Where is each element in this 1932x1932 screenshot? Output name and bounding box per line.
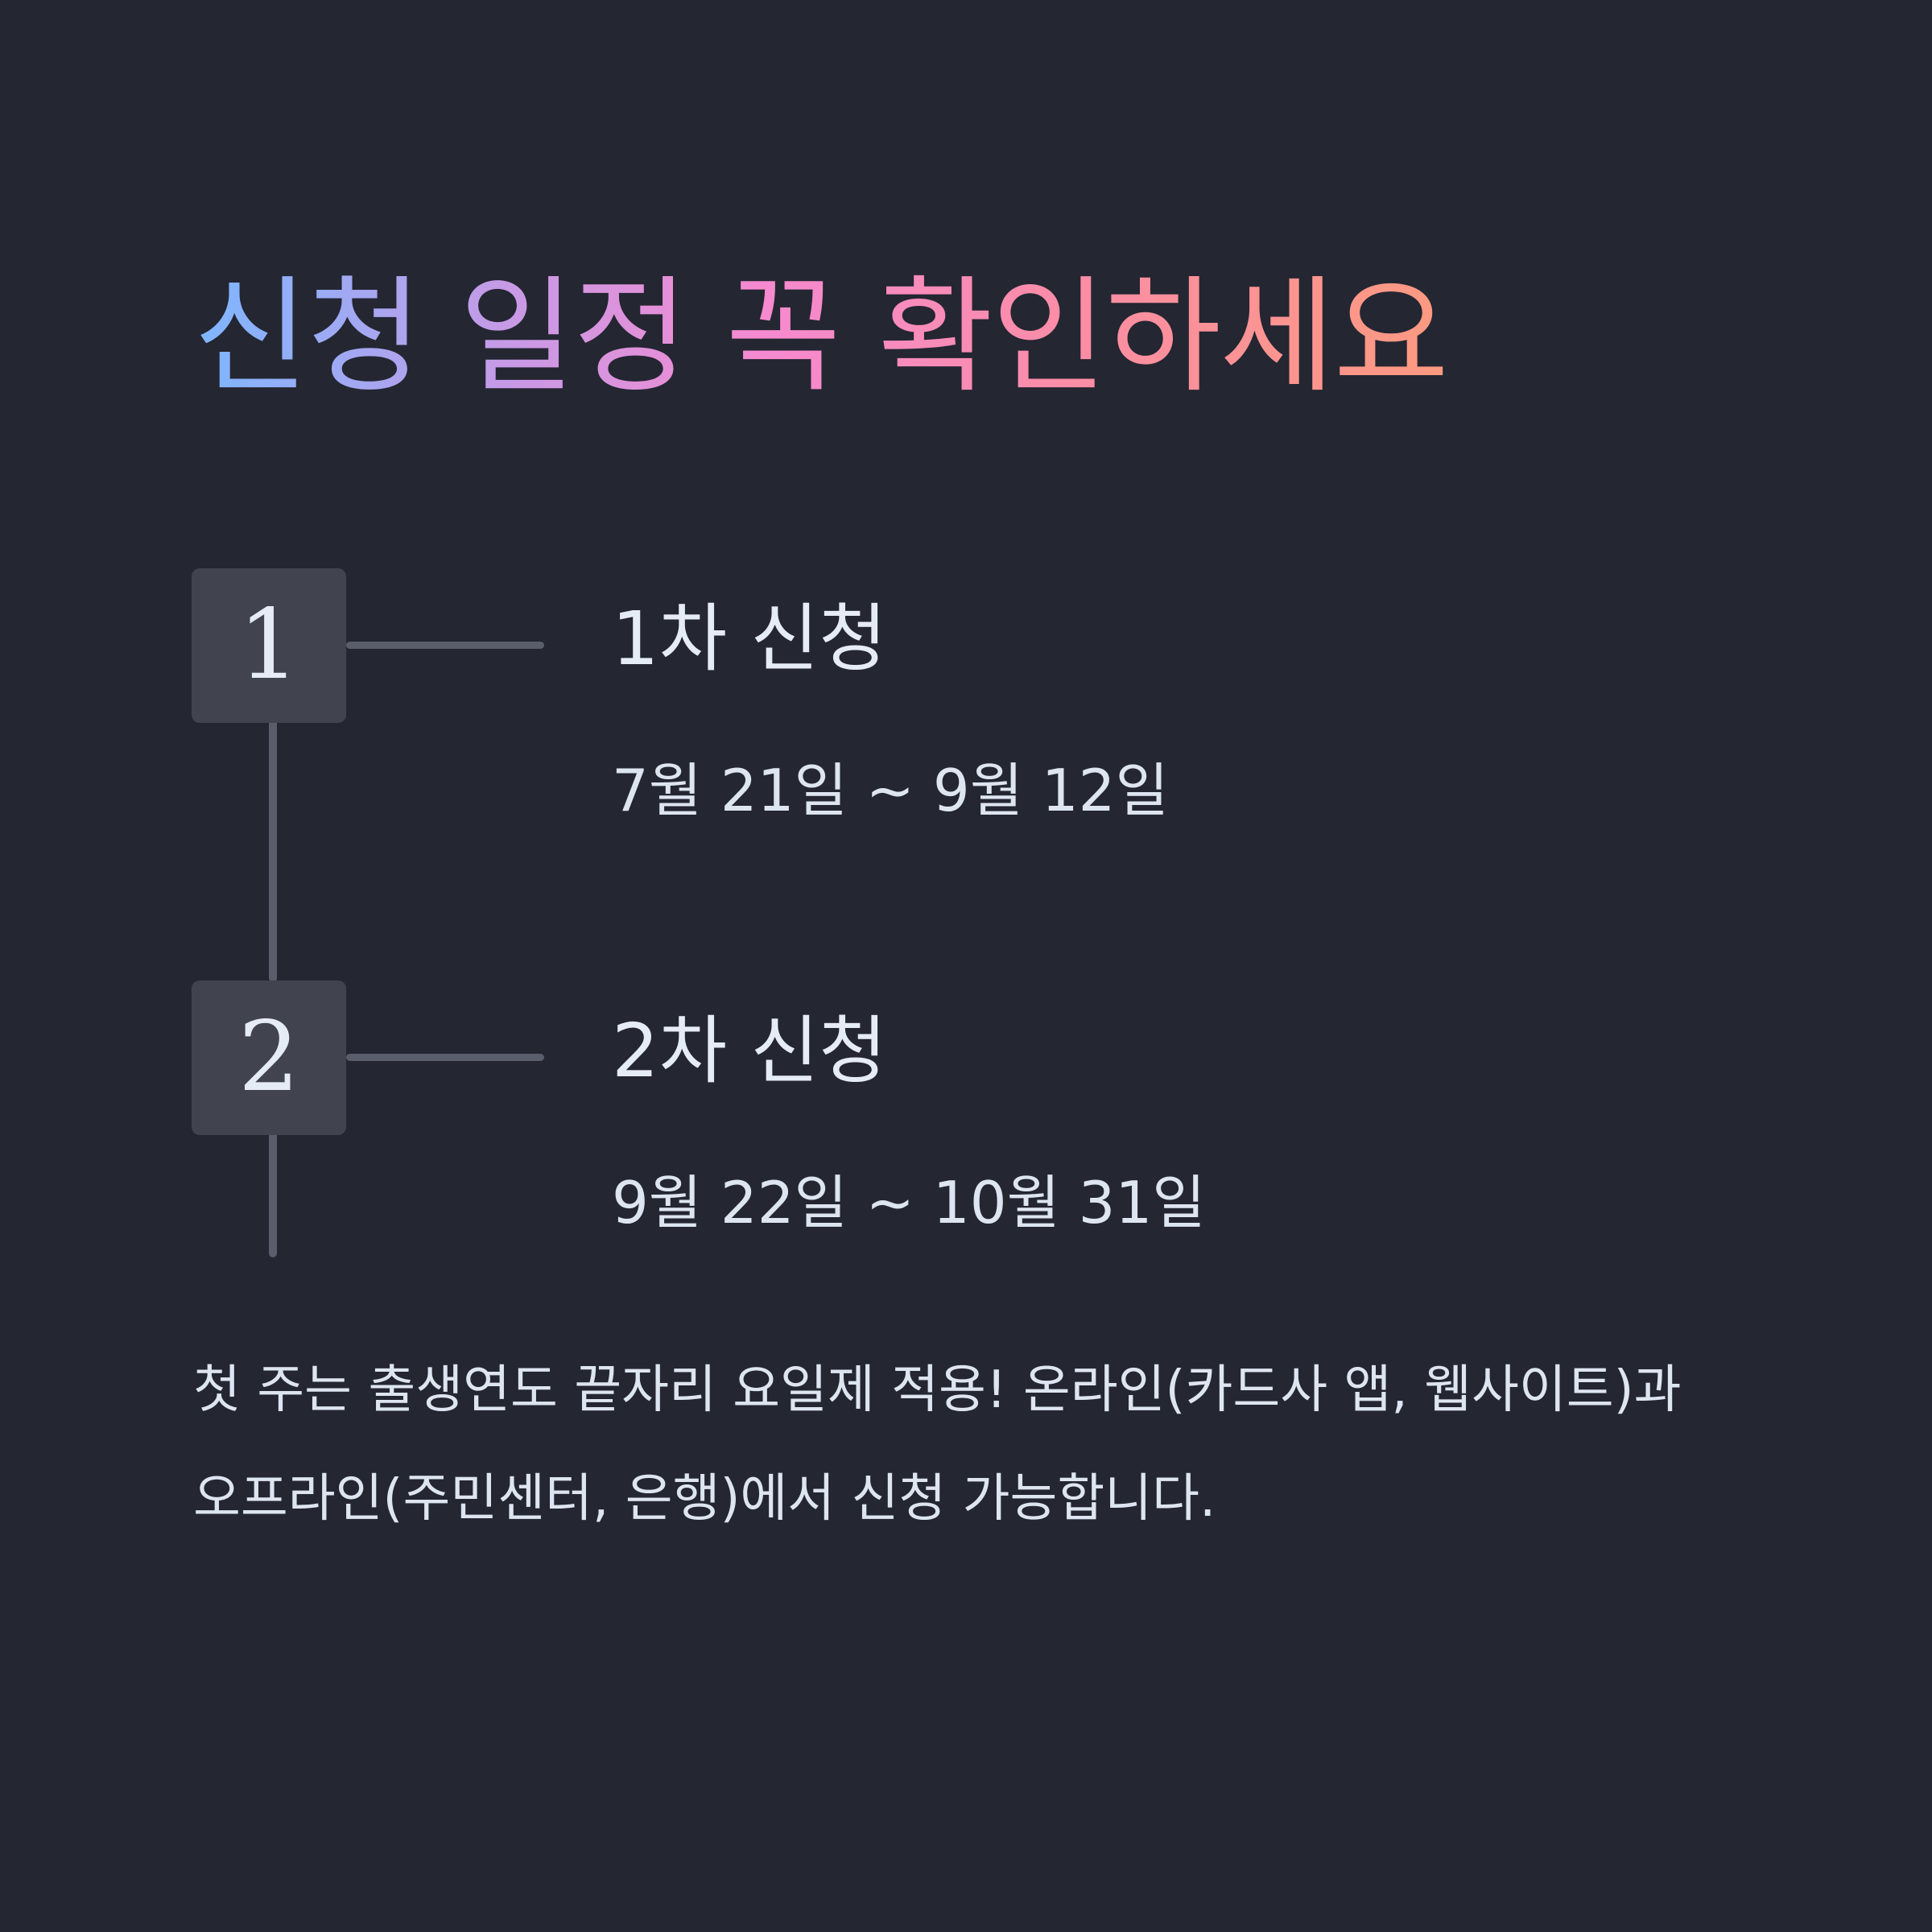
step-dates: 7월 21일 ~ 9월 12일 xyxy=(612,757,1169,824)
step-title: 2차 신청 xyxy=(612,1008,887,1094)
step-title: 1차 신청 xyxy=(612,596,887,682)
description-text: 첫 주는 출생연도 끝자리 요일제 적용! 온라인(카드사 앱, 웹사이트)과 … xyxy=(193,1360,1682,1529)
step-connector xyxy=(346,1054,544,1061)
step-number: 1 xyxy=(237,589,300,701)
step-connector xyxy=(346,642,544,649)
page-title: 신청 일정 꼭 확인하세요 xyxy=(193,263,1449,410)
step-number-box: 2 xyxy=(192,980,346,1135)
step-dates: 9월 22일 ~ 10월 31일 xyxy=(612,1169,1206,1236)
timeline-line xyxy=(269,708,277,982)
timeline-line xyxy=(269,1127,277,1257)
step-number-box: 1 xyxy=(192,568,346,723)
step-number: 2 xyxy=(237,1001,300,1113)
